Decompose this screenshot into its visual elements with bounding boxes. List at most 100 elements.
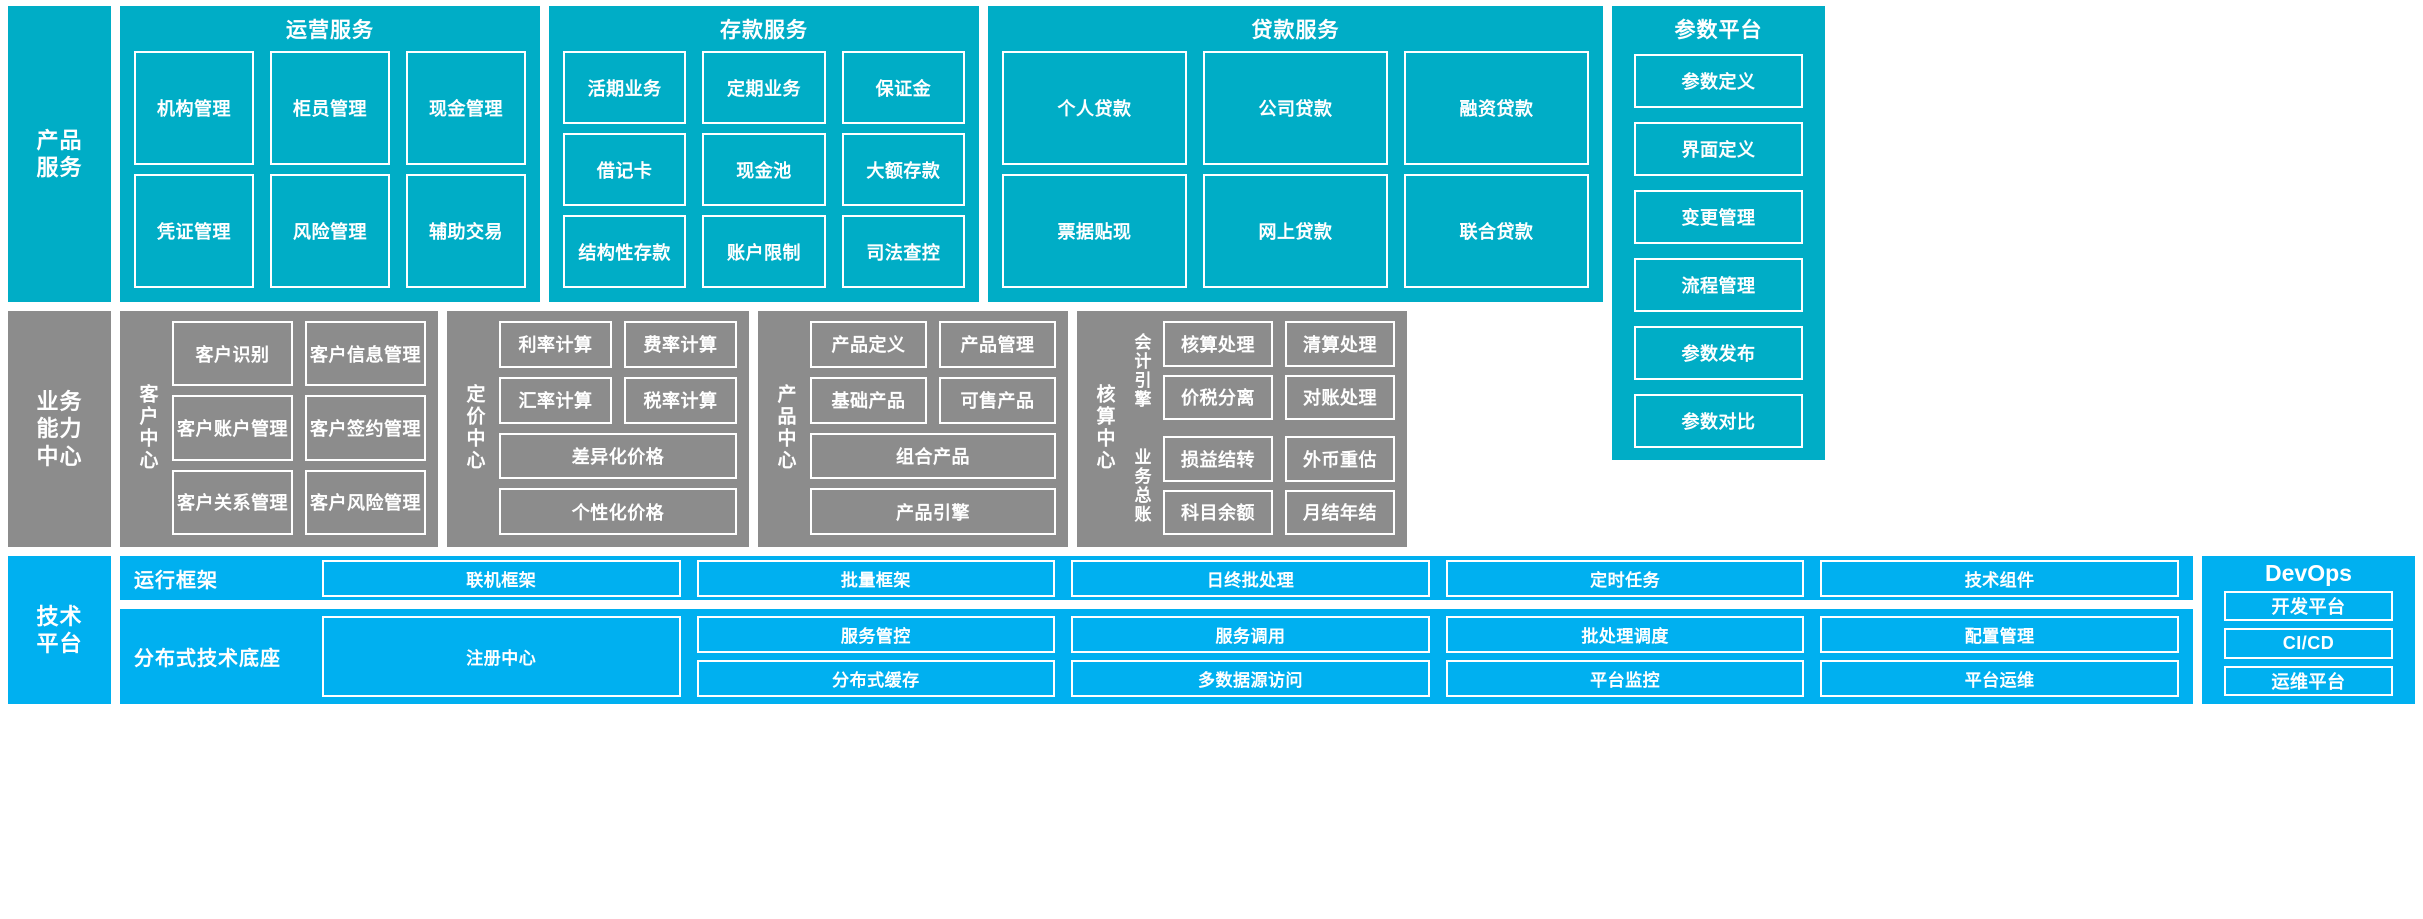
band-item[interactable]: 平台运维 [1820,660,2179,697]
service-item[interactable]: 融资贷款 [1404,51,1589,165]
band-item[interactable]: 分布式缓存 [696,660,1056,697]
service-group-loan: 贷款服务 个人贷款 公司贷款 融资贷款 票据贴现 网上贷款 联合贷款 [988,6,1603,302]
service-item[interactable]: 机构管理 [134,51,254,165]
service-item[interactable]: 个人贷款 [1002,51,1187,165]
service-item[interactable]: 现金池 [702,133,826,206]
layer-label-business-capability: 业务能力中心 [8,311,111,547]
service-item[interactable]: 柜员管理 [270,51,390,165]
center-item[interactable]: 月结年结 [1285,489,1395,535]
center-item[interactable]: 利率计算 [499,321,612,368]
center-product: 产品中心 产品定义 产品管理 基础产品 可售产品 组合产品 产品引擎 [758,311,1068,547]
accounting-block-ledger: 业务总账 损益结转 外币重估 科目余额 月结年结 [1129,436,1395,535]
center-item[interactable]: 客户信息管理 [305,321,426,387]
service-item[interactable]: 联合贷款 [1404,174,1589,288]
center-item[interactable]: 客户签约管理 [305,395,426,461]
band-item[interactable]: 技术组件 [1820,559,2179,597]
accounting-block-label: 会计引擎 [1131,332,1151,409]
center-item[interactable]: 核算处理 [1163,321,1273,367]
center-item[interactable]: 可售产品 [939,376,1056,424]
devops-item[interactable]: 开发平台 [2224,591,2393,622]
rail-item[interactable]: 参数发布 [1634,326,1803,380]
service-item[interactable]: 结构性存款 [563,215,687,288]
tech-band-runtime: 运行框架 联机框架 批量框架 日终批处理 定时任务 技术组件 [120,556,2193,600]
band-item[interactable]: 服务管控 [696,616,1056,653]
rail-item[interactable]: 流程管理 [1634,258,1803,312]
devops-title: DevOps [2265,560,2352,586]
center-label: 客户中心 [136,384,158,472]
rail-item[interactable]: 变更管理 [1634,190,1803,244]
service-item[interactable]: 活期业务 [563,51,687,124]
service-item[interactable]: 凭证管理 [134,174,254,288]
rail-item[interactable]: 参数对比 [1634,394,1803,448]
center-item[interactable]: 客户风险管理 [305,469,426,535]
center-item[interactable]: 客户关系管理 [172,469,293,535]
center-item[interactable]: 价税分离 [1163,374,1273,420]
service-item[interactable]: 保证金 [841,51,965,124]
band-item[interactable]: 服务调用 [1071,616,1430,653]
rail-item-list: 参数定义 界面定义 变更管理 流程管理 参数发布 参数对比 [1634,54,1803,448]
band-item[interactable]: 日终批处理 [1071,559,1430,597]
rail-item[interactable]: 界面定义 [1634,122,1803,176]
service-item[interactable]: 网上贷款 [1203,174,1388,288]
center-item[interactable]: 外币重估 [1285,436,1395,482]
center-item[interactable]: 费率计算 [624,321,737,368]
center-item[interactable]: 对账处理 [1285,374,1395,420]
accounting-block-label: 业务总账 [1131,447,1151,524]
rail-item[interactable]: 参数定义 [1634,54,1803,108]
technical-platform-layer: 技术平台 运行框架 联机框架 批量框架 日终批处理 定时任务 技术组件 分布式技… [8,556,2415,704]
service-item-grid: 机构管理 柜员管理 现金管理 凭证管理 风险管理 辅助交易 [134,51,526,288]
center-item[interactable]: 产品引擎 [810,488,1056,535]
service-group-operations: 运营服务 机构管理 柜员管理 现金管理 凭证管理 风险管理 辅助交易 [120,6,540,302]
band-item[interactable]: 定时任务 [1445,559,1805,597]
band-item-registry[interactable]: 注册中心 [322,616,681,697]
center-item[interactable]: 税率计算 [624,376,737,424]
center-item[interactable]: 客户账户管理 [172,395,293,461]
service-group-title: 存款服务 [720,19,808,42]
band-item[interactable]: 多数据源访问 [1071,660,1430,697]
center-label: 产品中心 [774,384,796,472]
band-item[interactable]: 平台监控 [1445,660,1805,697]
center-item[interactable]: 客户识别 [172,321,293,387]
center-item-grid: 产品定义 产品管理 基础产品 可售产品 组合产品 产品引擎 [810,321,1056,535]
band-item[interactable]: 批处理调度 [1445,616,1805,653]
service-item-grid: 个人贷款 公司贷款 融资贷款 票据贴现 网上贷款 联合贷款 [1002,51,1589,288]
service-item[interactable]: 风险管理 [270,174,390,288]
center-item[interactable]: 产品定义 [810,321,927,368]
center-pricing: 定价中心 利率计算 费率计算 汇率计算 税率计算 差异化价格 个性化价格 [447,311,749,547]
center-accounting: 核算中心 会计引擎 核算处理 清算处理 价税分离 对账处理 业务总账 损益结转 … [1077,311,1407,547]
accounting-item-grid: 核算处理 清算处理 价税分离 对账处理 [1163,321,1395,420]
devops-rail: DevOps 开发平台 CI/CD 运维平台 [2202,556,2415,704]
center-item[interactable]: 损益结转 [1163,436,1273,482]
service-group-deposit: 存款服务 活期业务 定期业务 保证金 借记卡 现金池 大额存款 结构性存款 账户… [549,6,979,302]
service-item[interactable]: 票据贴现 [1002,174,1187,288]
service-item[interactable]: 司法查控 [841,215,965,288]
center-item[interactable]: 汇率计算 [499,376,612,424]
devops-item-list: 开发平台 CI/CD 运维平台 [2224,591,2393,696]
service-item[interactable]: 大额存款 [841,133,965,206]
center-item[interactable]: 个性化价格 [499,488,737,535]
center-item[interactable]: 组合产品 [810,432,1056,480]
band-item[interactable]: 联机框架 [322,559,681,597]
center-item[interactable]: 科目余额 [1163,489,1273,535]
devops-item[interactable]: CI/CD [2224,628,2393,659]
service-item[interactable]: 定期业务 [702,51,826,124]
band-item[interactable]: 配置管理 [1820,616,2179,653]
band-item[interactable]: 批量框架 [696,559,1056,597]
center-item-grid: 客户识别 客户信息管理 客户账户管理 客户签约管理 客户关系管理 客户风险管理 [172,321,426,535]
service-item[interactable]: 借记卡 [563,133,687,206]
center-item[interactable]: 清算处理 [1285,321,1395,367]
center-label: 定价中心 [463,384,485,472]
center-item[interactable]: 产品管理 [939,321,1056,368]
service-item[interactable]: 现金管理 [406,51,526,165]
service-group-title: 运营服务 [286,19,374,42]
service-item[interactable]: 辅助交易 [406,174,526,288]
center-item[interactable]: 基础产品 [810,376,927,424]
center-item[interactable]: 差异化价格 [499,432,737,480]
band-item-grid: 联机框架 批量框架 日终批处理 定时任务 技术组件 [322,559,2179,597]
service-item[interactable]: 账户限制 [702,215,826,288]
devops-item[interactable]: 运维平台 [2224,665,2393,696]
accounting-blocks: 会计引擎 核算处理 清算处理 价税分离 对账处理 业务总账 损益结转 外币重估 … [1129,321,1395,535]
tech-band-base: 分布式技术底座 注册中心 服务管控 服务调用 批处理调度 配置管理 分布式缓存 … [120,609,2193,704]
service-item[interactable]: 公司贷款 [1203,51,1388,165]
